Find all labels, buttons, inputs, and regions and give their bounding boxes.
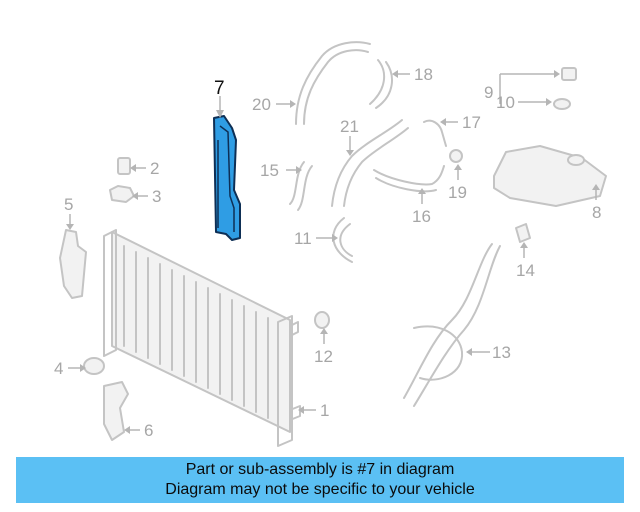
seal-part-10 xyxy=(553,98,571,110)
lower-hose-part-13 xyxy=(403,243,501,407)
callout-17[interactable]: 17 xyxy=(462,113,481,132)
hose-part-11 xyxy=(332,217,353,263)
callout-18[interactable]: 18 xyxy=(414,65,433,84)
hose-part-16 xyxy=(373,165,445,193)
callout-7[interactable]: 7 xyxy=(214,78,225,99)
bracket-part-5 xyxy=(59,229,87,299)
callout-15[interactable]: 15 xyxy=(260,161,279,180)
hose-part-18 xyxy=(369,59,393,109)
banner-line-2: Diagram may not be specific to your vehi… xyxy=(165,481,475,498)
mount-part-3 xyxy=(109,185,135,203)
pipe-part-21 xyxy=(331,119,409,207)
pipe-part-20 xyxy=(295,41,371,125)
callout-14[interactable]: 14 xyxy=(516,261,535,280)
callout-20[interactable]: 20 xyxy=(252,95,271,114)
plug-part-2 xyxy=(117,157,131,175)
callout-10[interactable]: 10 xyxy=(496,93,515,112)
clamp-part-19 xyxy=(449,149,463,163)
callout-19[interactable]: 19 xyxy=(448,183,467,202)
callout-3[interactable]: 3 xyxy=(152,187,161,206)
callout-6[interactable]: 6 xyxy=(144,421,153,440)
radiator-part xyxy=(103,229,301,447)
callout-8[interactable]: 8 xyxy=(592,203,601,222)
callout-13[interactable]: 13 xyxy=(492,343,511,362)
hose-part-17 xyxy=(423,119,447,147)
callout-12[interactable]: 12 xyxy=(314,347,333,366)
bracket-part-6 xyxy=(103,381,129,441)
air-guide-part-7[interactable] xyxy=(213,115,241,241)
callout-labels: 1 2 3 4 5 6 7 8 9 10 11 12 13 14 15 16 1… xyxy=(54,65,601,440)
banner-line-1: Part or sub-assembly is #7 in diagram xyxy=(185,461,455,478)
info-banner: Part or sub-assembly is #7 in diagram Di… xyxy=(16,457,624,503)
clamp-part-12 xyxy=(314,311,330,329)
hose-part-15 xyxy=(289,161,313,211)
expansion-tank-part-8 xyxy=(493,145,607,207)
callout-4[interactable]: 4 xyxy=(54,359,63,378)
leader-lines xyxy=(66,70,600,434)
callout-21[interactable]: 21 xyxy=(340,117,359,136)
callout-9[interactable]: 9 xyxy=(484,83,493,102)
clamp-part-14 xyxy=(515,223,531,243)
callout-11[interactable]: 11 xyxy=(294,229,312,248)
callout-2[interactable]: 2 xyxy=(150,159,159,178)
cap-part-9 xyxy=(561,67,577,81)
rubber-mount-part-4 xyxy=(83,357,105,375)
callout-1[interactable]: 1 xyxy=(320,401,329,420)
parts-diagram: 1 2 3 4 5 6 7 8 9 10 11 12 13 14 15 16 1… xyxy=(54,41,607,447)
callout-16[interactable]: 16 xyxy=(412,207,431,226)
callout-5[interactable]: 5 xyxy=(64,195,73,214)
